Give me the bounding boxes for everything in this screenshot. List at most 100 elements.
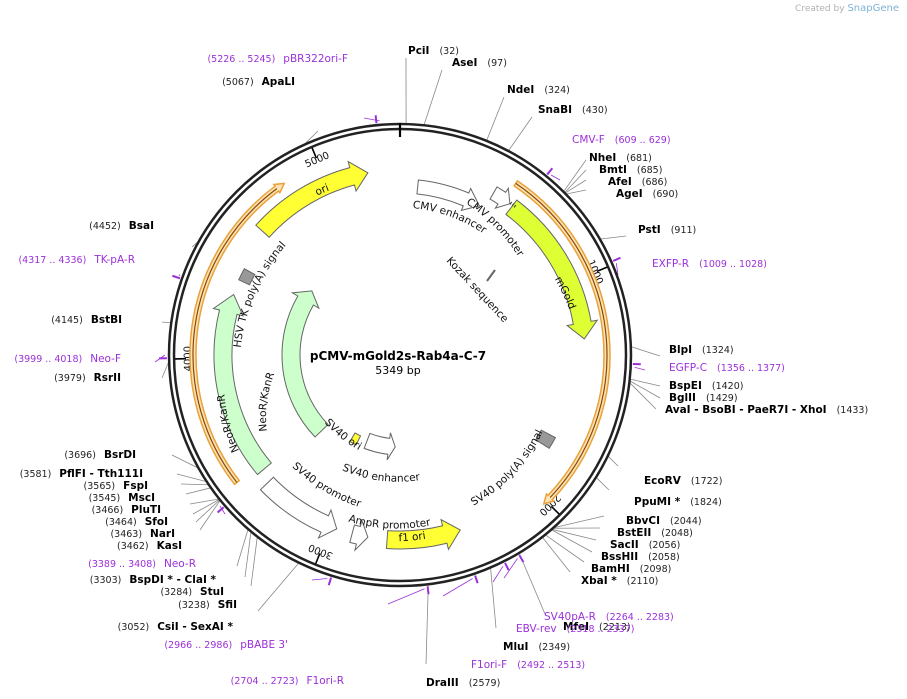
enzyme-label: RsrII <box>94 372 121 384</box>
feature-neokanr-inner <box>281 290 329 438</box>
enzyme-position: (4452) <box>89 221 121 232</box>
enzyme-leader-line <box>161 362 169 379</box>
enzyme-position: (5067) <box>222 77 254 88</box>
enzyme-label: PciI <box>408 45 429 57</box>
primer-label: EGFP-C <box>669 362 707 374</box>
enzyme-leader-line <box>545 534 585 563</box>
enzyme-label: XbaI * <box>581 575 617 587</box>
feature-sv40-ori <box>349 432 362 446</box>
enzyme-label: AvaI - BsoBI - PaeR7I - XhoI <box>665 404 827 416</box>
scale-tick-label: 4000 <box>183 346 194 372</box>
enzyme-position: (3463) <box>110 529 142 540</box>
primer-site <box>504 562 510 571</box>
primer-leader-line <box>178 274 181 277</box>
primer-range: (4317 .. 4336) <box>18 255 86 266</box>
enzyme-label: EcoRV <box>644 475 682 487</box>
enzyme-leader-line <box>565 179 587 194</box>
enzyme-leader-line <box>423 69 443 125</box>
feature-sv40-promoter <box>259 476 338 540</box>
feature-track <box>189 160 611 552</box>
scale-tick <box>311 147 318 159</box>
primer-site <box>374 115 378 124</box>
primer-site <box>327 577 333 586</box>
primer-leader-line <box>503 558 518 579</box>
leader-lines <box>154 57 661 665</box>
enzyme-position: (97) <box>487 58 507 69</box>
snapgene-credit: Created by SnapGene <box>795 3 899 14</box>
primer-site <box>172 274 181 280</box>
primer-leader-line <box>363 117 380 122</box>
primer-leader-line <box>387 588 425 605</box>
enzyme-position: (3238) <box>178 600 210 611</box>
primer-site <box>426 586 430 595</box>
primer-range: (609 .. 629) <box>615 135 671 146</box>
primer-label: EXFP-R <box>652 258 689 270</box>
enzyme-position: (3466) <box>92 505 124 516</box>
feature-kozak <box>486 269 496 282</box>
enzyme-leader-line <box>257 563 299 612</box>
enzyme-leader-line <box>191 242 198 248</box>
orf-neor-core <box>192 188 278 483</box>
enzyme-label: BsaI <box>129 220 154 232</box>
scale-tick <box>596 266 608 273</box>
orf-mgold <box>513 179 611 505</box>
enzyme-label: BspDI * - ClaI * <box>129 574 216 586</box>
feature-mgold <box>505 199 599 340</box>
scale-tick-label: 3000 <box>307 541 335 561</box>
enzyme-position: (3696) <box>64 450 96 461</box>
enzyme-position: (3284) <box>160 587 192 598</box>
enzyme-label: SnaBI <box>538 104 572 116</box>
primer-range: (2966 .. 2986) <box>164 640 232 651</box>
feature-hsvtk-polya <box>238 268 256 286</box>
label-ori: ori <box>313 182 330 198</box>
enzyme-leader-line <box>189 498 219 505</box>
primer-leader-line <box>311 578 328 581</box>
enzyme-leader-line <box>185 487 211 495</box>
enzyme-leader-line <box>161 321 171 324</box>
enzyme-position: (1433) <box>837 405 869 416</box>
enzyme-label: MluI <box>503 641 528 653</box>
enzyme-position: (2056) <box>649 540 681 551</box>
enzyme-label: MscI <box>128 492 155 504</box>
feature-ori <box>255 160 369 238</box>
enzyme-label: NdeI <box>507 84 534 96</box>
enzyme-position: (2048) <box>661 528 693 539</box>
enzyme-leader-line <box>425 585 429 665</box>
enzyme-position: (2110) <box>627 576 659 587</box>
primer-leader-line <box>550 174 561 181</box>
enzyme-leader-line <box>490 568 497 629</box>
enzyme-position: (1824) <box>690 497 722 508</box>
primer-range: (1356 .. 1377) <box>717 363 785 374</box>
enzyme-position: (2098) <box>640 564 672 575</box>
primer-range: (2704 .. 2723) <box>231 676 299 687</box>
enzyme-label: BglII <box>669 392 696 404</box>
enzyme-position: (690) <box>653 189 679 200</box>
primer-label: pBABE 3' <box>240 639 288 651</box>
enzyme-leader-line <box>600 235 627 240</box>
primer-site <box>474 575 479 584</box>
enzyme-label: BstBI <box>91 314 122 326</box>
enzyme-position: (2058) <box>648 552 680 563</box>
enzyme-leader-line <box>563 159 587 192</box>
enzyme-leader-line <box>608 456 619 467</box>
scale-tick <box>550 505 560 515</box>
enzyme-position: (911) <box>671 225 697 236</box>
enzyme-leader-line <box>566 189 587 195</box>
enzyme-label: FspI <box>123 480 148 492</box>
enzyme-leader-line <box>486 96 505 141</box>
primer-site <box>546 167 554 176</box>
primer-leader-line <box>219 505 226 515</box>
enzyme-position: (324) <box>544 85 570 96</box>
enzyme-position: (1722) <box>691 476 723 487</box>
enzyme-leader-line <box>305 130 319 144</box>
label-hsvtk-polya: HSV TK poly(A) signal <box>232 239 289 348</box>
enzyme-leader-line <box>244 532 252 578</box>
primer-range: (2318 .. 2337) <box>567 624 635 635</box>
enzyme-position: (3565) <box>84 481 116 492</box>
label-neokanr-inner: NeoR/KanR <box>257 371 277 433</box>
enzyme-position: (2349) <box>538 642 570 653</box>
enzyme-position: (3464) <box>105 517 137 528</box>
feature-f1-ori <box>385 518 461 551</box>
label-sv40-enhancer: SV40 enhancer <box>341 462 422 485</box>
enzyme-leader-line <box>630 380 661 399</box>
